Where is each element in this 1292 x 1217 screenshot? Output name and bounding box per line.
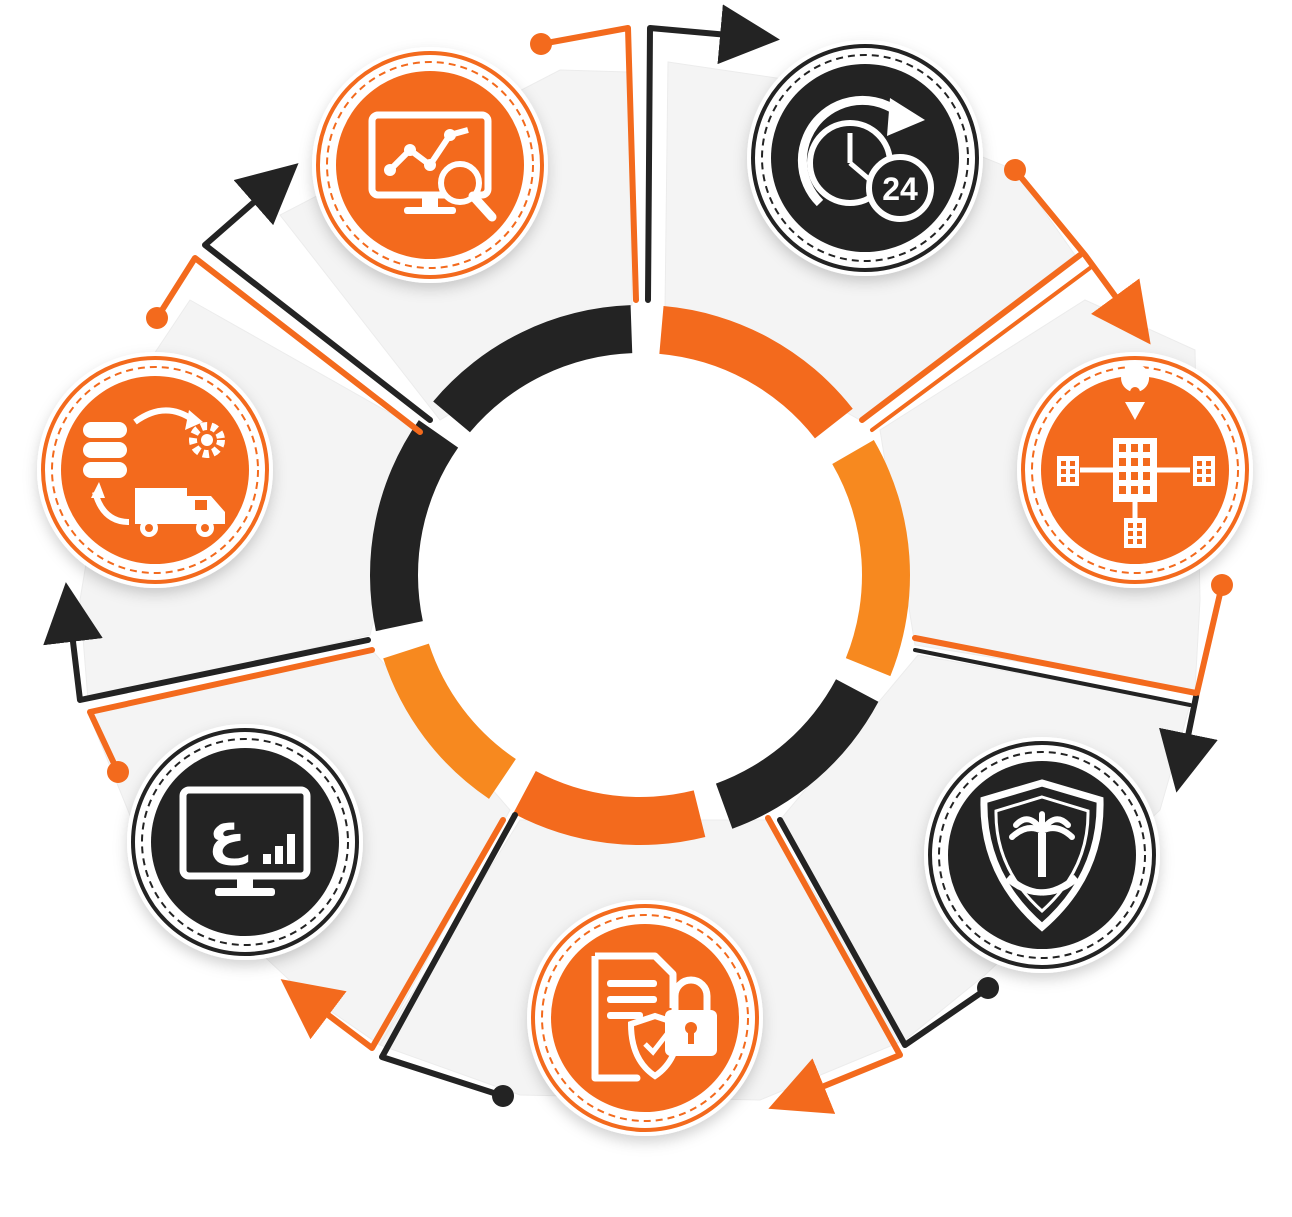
- location-network-icon: [1057, 364, 1215, 548]
- analytics-monitor-icon: [368, 111, 497, 222]
- connector-lower-right-dark: [777, 817, 991, 1048]
- divider-right-orange: [912, 635, 1199, 696]
- connector-right-orange: [1193, 582, 1225, 700]
- clock-24-hours-icon: 24: [797, 95, 934, 222]
- ring-segment-right: [832, 440, 910, 677]
- node-outer-ring: [928, 741, 1156, 969]
- node-outer-ring: [751, 44, 979, 272]
- arabic-monitor-node: ع: [127, 724, 363, 960]
- connector-dot: [530, 33, 552, 55]
- clock-badge-label: 24: [882, 171, 918, 207]
- connector-bottom-orange: [280, 817, 506, 1051]
- arabic-letter-label: ع: [208, 801, 249, 866]
- saudi-emblem-shield-node: [924, 737, 1160, 973]
- secure-document-node: [527, 900, 763, 1136]
- node-outer-ring: [131, 728, 359, 956]
- connector-dot: [146, 307, 168, 329]
- clock-24-node: 24: [747, 40, 983, 276]
- ring-center: [435, 370, 845, 780]
- connector-lower-left-dark: [43, 582, 371, 703]
- connector-top-orange: [538, 25, 639, 303]
- node-dashed-ring: [51, 366, 259, 574]
- node-dashed-ring: [761, 54, 969, 262]
- node-outer-ring: [41, 356, 269, 584]
- saudi-emblem-shield-icon: [980, 779, 1104, 932]
- central-ring: [370, 305, 910, 845]
- ring-segment-top-right: [659, 306, 853, 439]
- node-outer-ring: [316, 51, 544, 279]
- connector-dot: [1004, 159, 1026, 181]
- connector-dot: [977, 977, 999, 999]
- connector-dot: [107, 761, 129, 783]
- connector-dot: [1211, 574, 1233, 596]
- connector-layer: [43, 4, 1233, 1114]
- connector-left-dark: [202, 163, 433, 423]
- arabic-monitor-chart-icon: ع: [179, 786, 311, 896]
- node-dashed-ring: [141, 738, 349, 946]
- ring-segment-bottom: [513, 771, 706, 845]
- location-network-node: [1017, 352, 1253, 588]
- node-dashed-ring: [326, 61, 534, 269]
- connector-top-right: [1012, 167, 1151, 345]
- connector-right-dark: [1159, 694, 1218, 793]
- analytics-monitor-node: [312, 47, 548, 283]
- node-dashed-ring: [541, 914, 749, 1122]
- divider-right-dark: [913, 648, 1192, 707]
- node-outer-ring: [531, 904, 759, 1132]
- connector-dot: [492, 1085, 514, 1107]
- node-layer: 24 ع: [37, 40, 1253, 1136]
- connector-lower-right-orange: [765, 815, 903, 1114]
- connector-left-orange: [154, 255, 423, 435]
- ring-segment-top-left: [433, 305, 633, 433]
- connector-bottom-dark: [379, 812, 518, 1099]
- connector-lower-left-orange: [87, 647, 375, 775]
- ring-segment-left: [370, 420, 459, 632]
- node-outer-ring: [1021, 356, 1249, 584]
- divider-top-right: [859, 252, 1083, 423]
- ring-segment-lower-right: [715, 679, 879, 829]
- database-logistics-node: [37, 352, 273, 588]
- ring-segment-lower-left: [383, 643, 516, 799]
- connector-top-dark: [645, 4, 780, 303]
- node-dashed-ring: [938, 751, 1146, 959]
- divider-top-right-inner: [870, 266, 1092, 432]
- database-truck-icon: [83, 407, 225, 537]
- secure-document-lock-icon: [591, 952, 717, 1082]
- node-core: [151, 748, 339, 936]
